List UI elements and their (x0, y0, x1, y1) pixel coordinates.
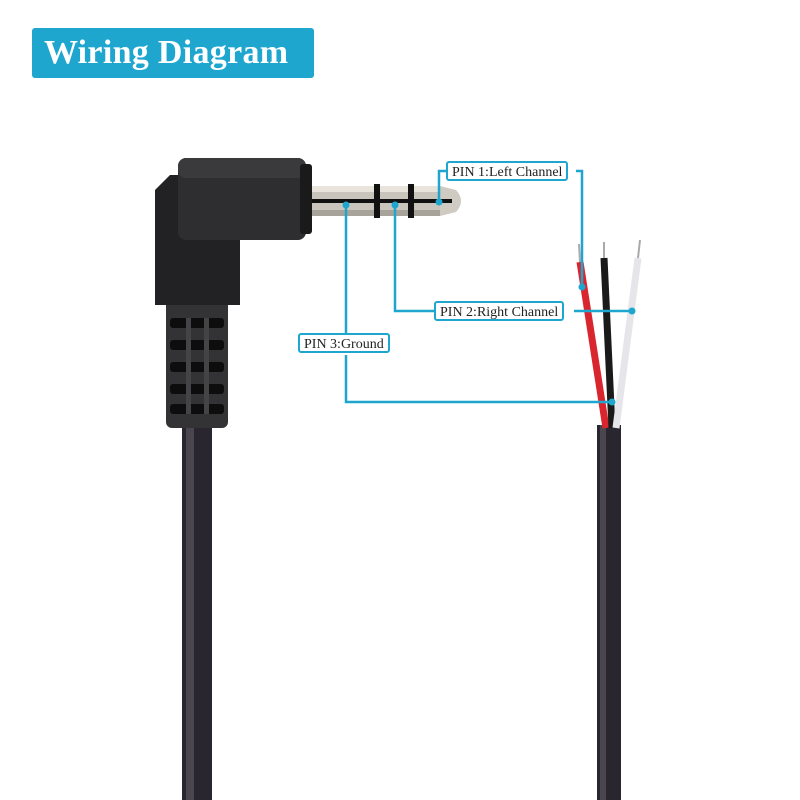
pin3-label: PIN 3:Ground (298, 333, 390, 353)
pin1-label: PIN 1:Left Channel (446, 161, 569, 181)
wire-bundle (576, 239, 642, 800)
strain-relief (166, 300, 228, 428)
title-banner: Wiring Diagram (32, 28, 314, 78)
pin2-label: PIN 2:Right Channel (434, 301, 565, 321)
plug-body (155, 158, 312, 305)
jack-tip (312, 184, 461, 218)
leader-lines (344, 169, 632, 404)
plug-cable (182, 420, 212, 800)
